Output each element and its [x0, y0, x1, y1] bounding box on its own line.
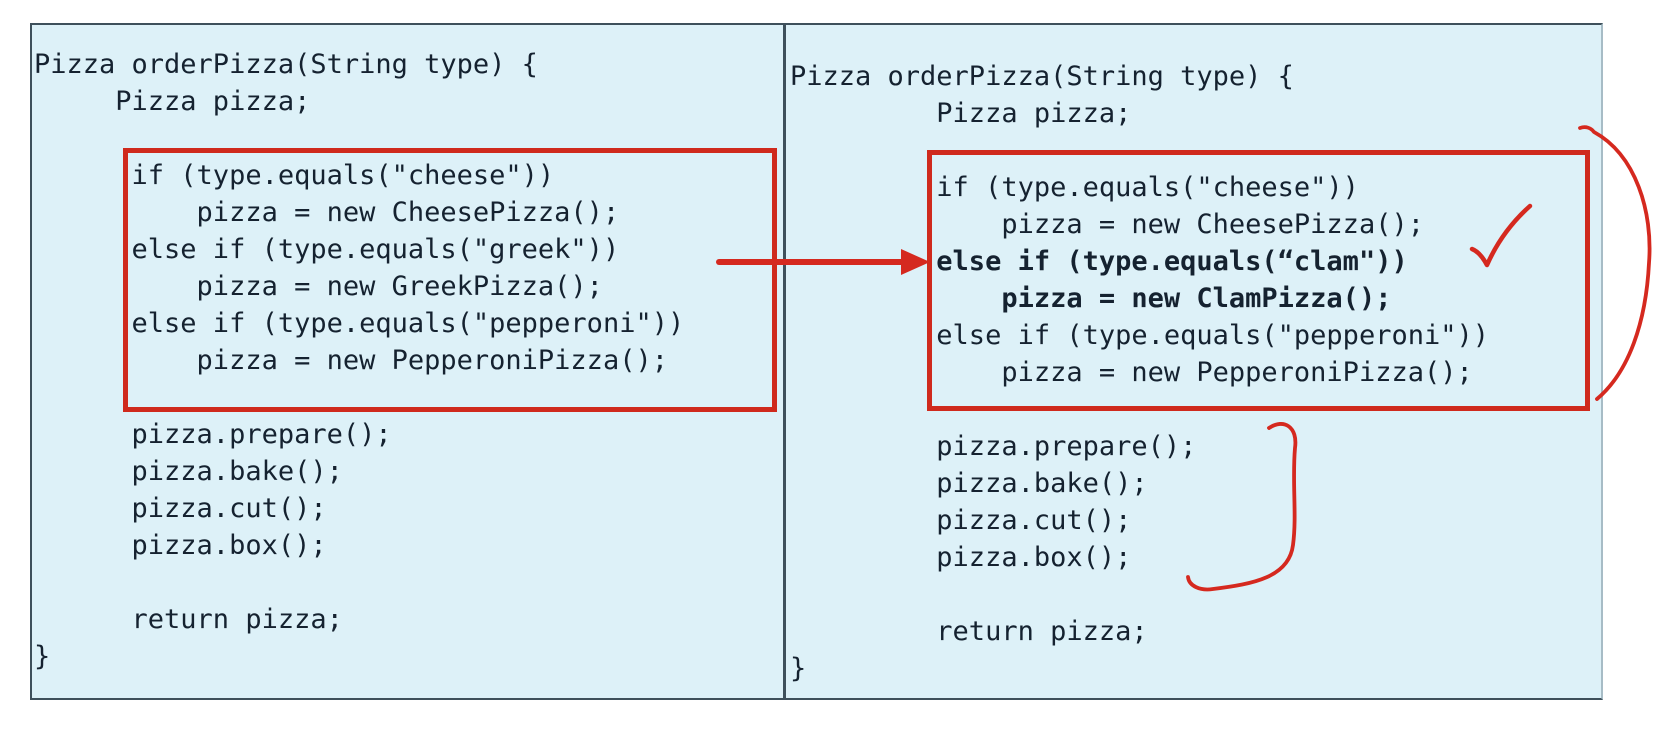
code-line: Pizza pizza; [34, 86, 311, 117]
code-line: else if (type.equals("pepperoni")) [790, 320, 1489, 351]
code-line: return pizza; [790, 616, 1148, 647]
code-block-modified: Pizza orderPizza(String type) { Pizza pi… [790, 58, 1489, 687]
code-line: else if (type.equals("greek")) [34, 234, 620, 265]
code-line: if (type.equals("cheese")) [34, 160, 555, 191]
code-line [790, 576, 1489, 613]
code-line: Pizza orderPizza(String type) { [34, 49, 538, 80]
code-line: pizza = new CheesePizza(); [34, 197, 620, 228]
code-line: pizza.box(); [34, 530, 327, 561]
code-line: if (type.equals("cheese")) [790, 172, 1359, 203]
highlight-box-original-ifblock [123, 148, 777, 412]
code-line: pizza = new GreekPizza(); [34, 271, 603, 302]
code-line: Pizza orderPizza(String type) { [790, 61, 1294, 92]
code-line: pizza = new ClamPizza(); [790, 283, 1392, 314]
code-line: pizza.box(); [790, 542, 1132, 573]
code-line: pizza = new PepperoniPizza(); [790, 357, 1473, 388]
code-line: else if (type.equals("pepperoni")) [34, 308, 685, 339]
code-line: pizza = new PepperoniPizza(); [34, 345, 668, 376]
code-line: } [34, 641, 51, 672]
panel-divider [783, 23, 786, 700]
code-line: Pizza pizza; [790, 98, 1132, 129]
code-block-original: Pizza orderPizza(String type) { Pizza pi… [34, 46, 684, 675]
code-line: return pizza; [34, 604, 343, 635]
code-line: else if (type.equals(“clam")) [790, 246, 1408, 277]
code-line: pizza.bake(); [34, 456, 343, 487]
code-line: pizza.prepare(); [790, 431, 1197, 462]
code-line: pizza = new CheesePizza(); [790, 209, 1424, 240]
code-line: pizza.bake(); [790, 468, 1148, 499]
code-panels-container [30, 23, 1603, 700]
highlight-box-modified-ifblock [927, 150, 1590, 411]
code-line: pizza.cut(); [34, 493, 327, 524]
code-line: pizza.prepare(); [34, 419, 392, 450]
code-line: pizza.cut(); [790, 505, 1132, 536]
code-line [34, 564, 684, 601]
code-line: } [790, 653, 807, 684]
